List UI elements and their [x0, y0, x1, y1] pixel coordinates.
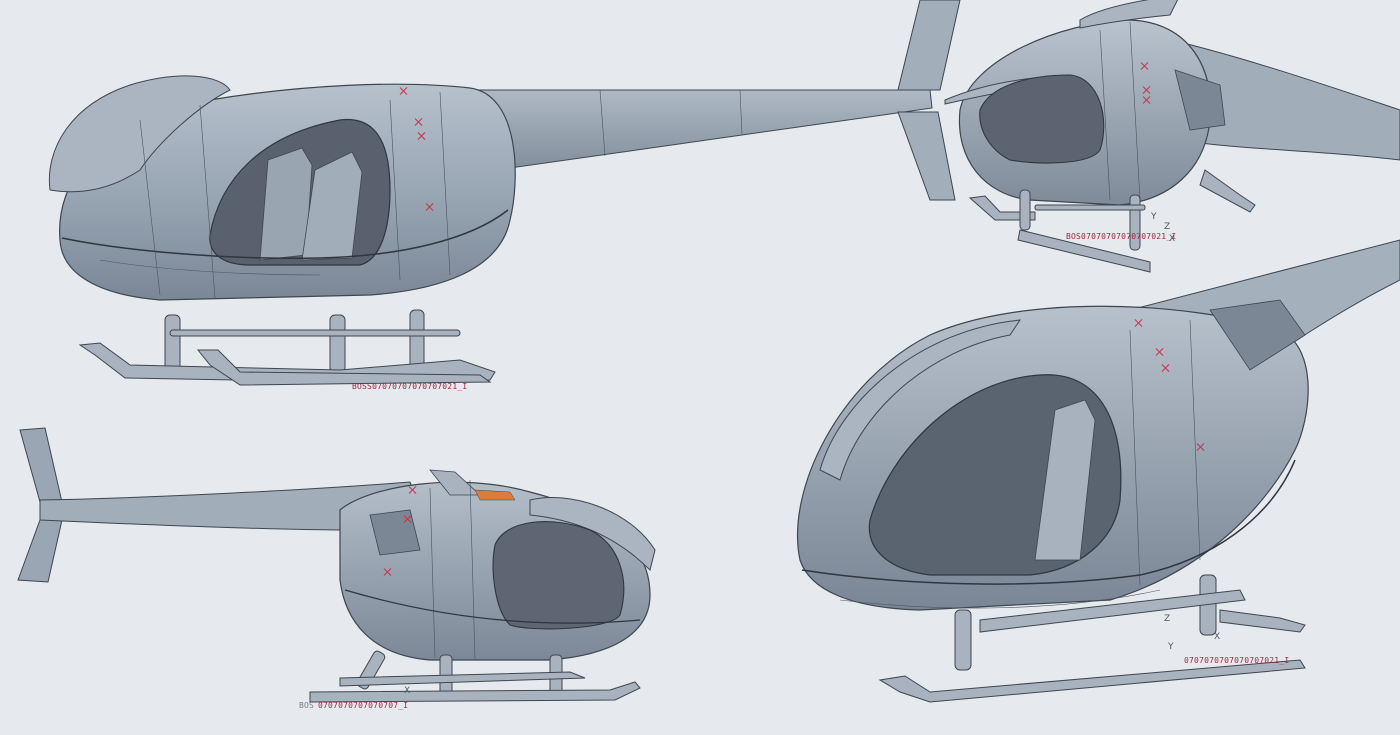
- part-label-rear-top: BOS07070707070707021_I: [1066, 232, 1177, 241]
- helicopter-view-side-right[interactable]: BOS 0707070707070707_I X: [10, 420, 680, 720]
- helicopter-view-rear-top[interactable]: BOS07070707070707021_I Y Z X: [940, 0, 1400, 280]
- axis-x-label-front: X: [1214, 632, 1221, 642]
- part-label-front-left: BOSS07070707070707021_I: [352, 382, 468, 391]
- helicopter-model-side-right: [17, 427, 656, 703]
- helicopter-view-front-left[interactable]: BOSS07070707070707021_I: [40, 0, 961, 400]
- part-label-front-right: 0707070707070707021_I: [1184, 656, 1290, 665]
- axis-z-label: Z: [1164, 222, 1171, 232]
- helicopter-model-front-left: [48, 0, 961, 386]
- axis-z-label-front: Z: [1164, 614, 1171, 624]
- helicopter-model-front-right: [796, 239, 1400, 703]
- part-label-side-right: 0707070707070707_I: [318, 701, 409, 710]
- axis-y-label-front: Y: [1168, 642, 1174, 652]
- axis-y-label: Y: [1151, 212, 1157, 222]
- axis-x-label-side: X: [404, 686, 411, 696]
- axis-x-label: X: [1169, 234, 1176, 244]
- helicopter-view-front-right[interactable]: 0707070707070707021_I Z Y X: [780, 239, 1400, 710]
- part-label-side-prefix: BOS: [299, 701, 315, 710]
